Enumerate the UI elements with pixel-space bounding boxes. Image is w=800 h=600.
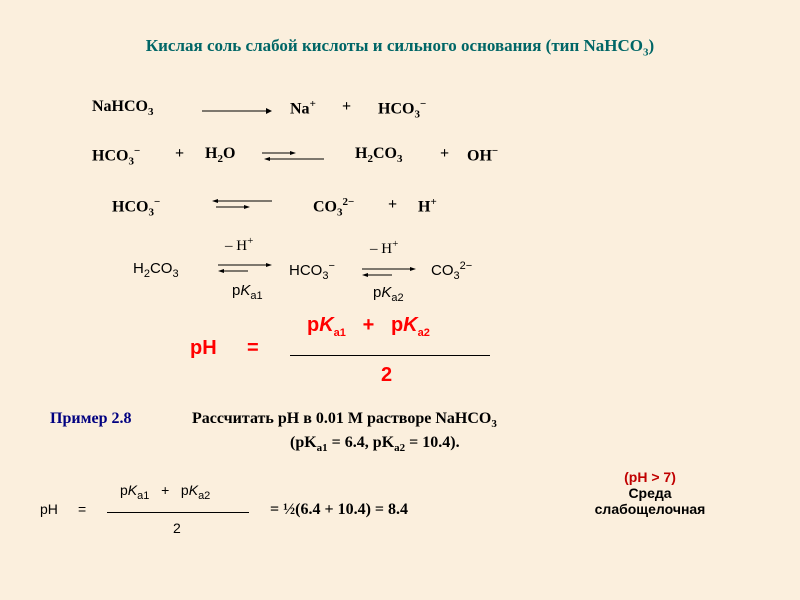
scheme-equilibrium-arrow-1 xyxy=(218,263,272,273)
example-constants: (pKa1 = 6.4, pKa2 = 10.4). xyxy=(290,434,460,455)
note-ph-condition: (pH > 7) xyxy=(624,469,676,485)
eq1-product-2: HCO3− xyxy=(378,98,427,121)
eq2-reactant-2: H2O xyxy=(205,145,236,166)
example-task: Рассчитать pH в 0.01 М растворе NaHCO3 xyxy=(192,410,497,431)
formula-lhs: pH xyxy=(190,337,217,359)
calc-denominator: 2 xyxy=(173,520,181,536)
eq1-arrow xyxy=(202,108,272,114)
eq1-product-1: Na+ xyxy=(290,98,316,118)
eq3-product-2: H+ xyxy=(418,196,437,216)
formula-fraction-bar xyxy=(290,355,490,356)
eq2-equilibrium-arrow xyxy=(262,151,324,161)
note-line-2: Среда xyxy=(628,485,672,501)
scheme-label-above-2: – H+ xyxy=(370,238,399,257)
eq2-reactant-1: HCO3− xyxy=(92,145,141,168)
formula-numerator: pKa1 + pKa2 xyxy=(307,314,430,339)
eq3-product-1: CO32− xyxy=(313,196,355,219)
calc-numerator: pKa1 + pKa2 xyxy=(120,482,211,502)
scheme-label-above-1: – H+ xyxy=(225,235,254,254)
formula-eq-sign: = xyxy=(247,337,259,359)
page-title: Кислая соль слабой кислоты и сильного ос… xyxy=(145,36,655,59)
calc-lhs: pH xyxy=(40,501,58,517)
eq2-product-2: OH− xyxy=(467,145,499,165)
eq1-reactant: NaHCO3 xyxy=(92,98,154,119)
eq2-product-1: H2CO3 xyxy=(355,145,403,166)
eq2-plus-2: + xyxy=(440,145,450,162)
calc-fraction-bar xyxy=(107,512,249,513)
note-line-3: слабощелочная xyxy=(594,501,706,517)
calc-eq-sign: = xyxy=(78,501,87,517)
scheme-species-2: HCO3− xyxy=(289,260,335,282)
calc-result: = ½(6.4 + 10.4) = 8.4 xyxy=(270,501,409,518)
eq2-plus-1: + xyxy=(175,145,185,162)
scheme-species-3: CO32− xyxy=(431,260,473,282)
scheme-species-1: H2CO3 xyxy=(133,260,179,280)
conclusion-note: (pH > 7) Среда слабощелочная xyxy=(575,469,725,517)
eq3-reactant: HCO3− xyxy=(112,196,161,219)
eq3-equilibrium-arrow xyxy=(212,199,272,209)
eq1-plus: + xyxy=(342,98,352,115)
scheme-label-below-1: pKa1 xyxy=(232,282,263,302)
eq3-plus: + xyxy=(388,196,398,213)
example-label: Пример 2.8 xyxy=(50,410,132,427)
scheme-equilibrium-arrow-2 xyxy=(362,267,416,277)
scheme-label-below-2: pKa2 xyxy=(373,284,404,304)
formula-denominator: 2 xyxy=(381,364,393,386)
